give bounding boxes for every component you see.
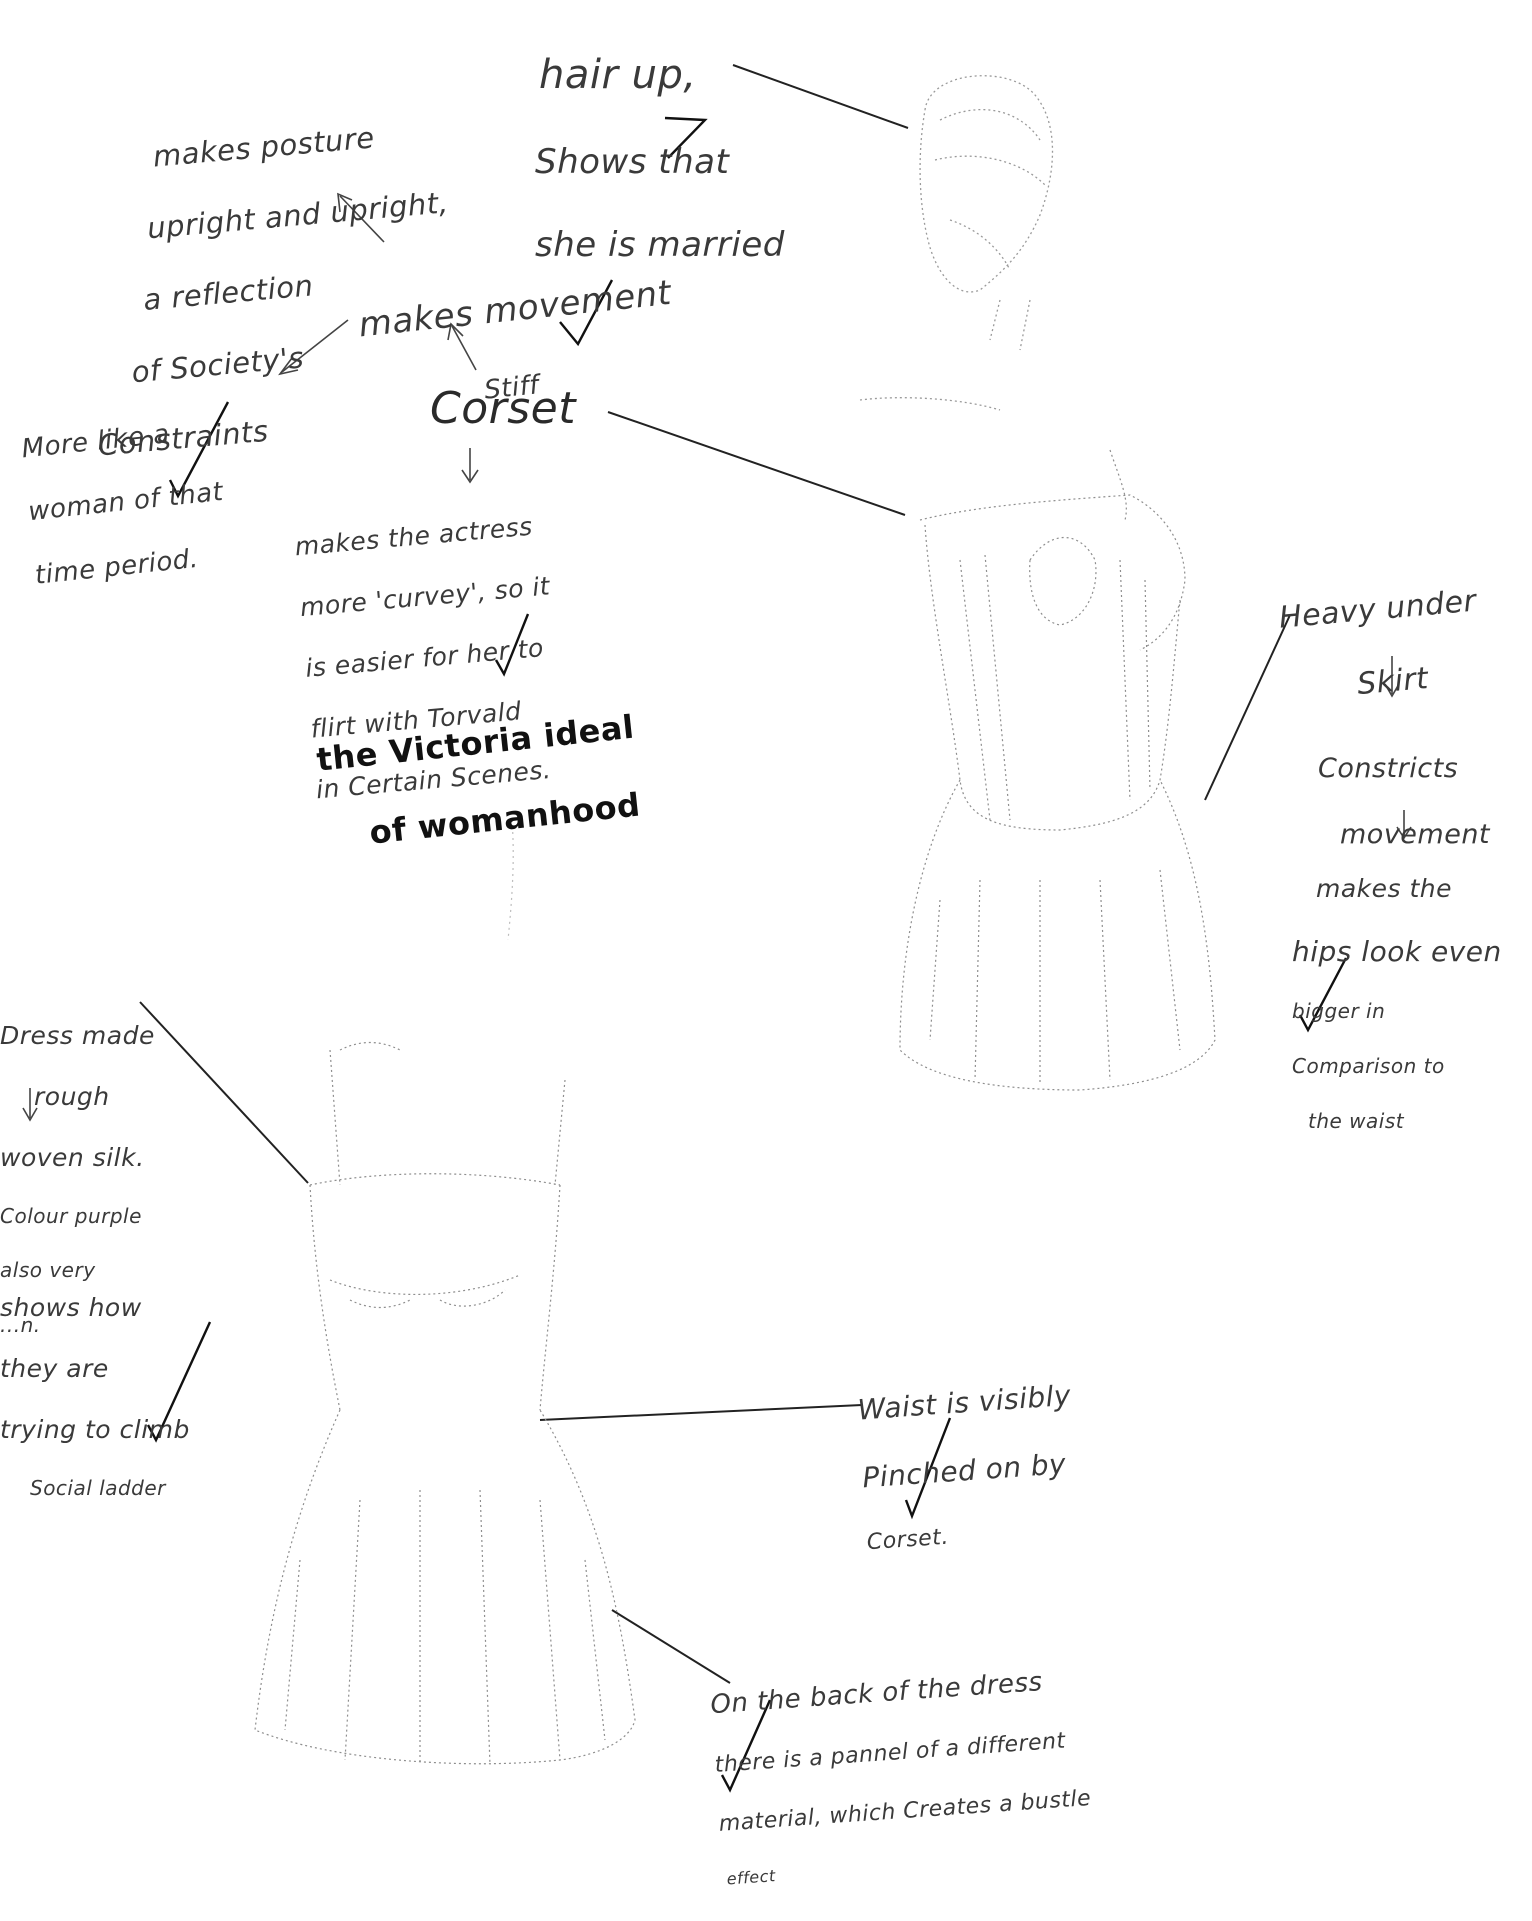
- bustle-note-line2: there is a pannel of a different: [714, 1727, 1088, 1780]
- bustle-note-line4: effect: [722, 1844, 1096, 1889]
- victorian-note-line2: of womanhood: [323, 785, 644, 857]
- curvy-note-line2: more 'curvey', so it: [299, 571, 551, 623]
- posture-note-line2: upright and upright,: [78, 185, 450, 252]
- waist-note-line1: Waist is visibly: [857, 1379, 1073, 1428]
- social-note-line1: shows how: [0, 1293, 190, 1324]
- woman-period-line3: time period.: [34, 540, 232, 592]
- hips-note-line5: the waist: [1292, 1109, 1502, 1133]
- silk-note-line2: rough: [0, 1082, 155, 1113]
- bustle-note-line1: On the back of the dress: [709, 1664, 1083, 1722]
- connector-waist: [540, 1405, 862, 1420]
- woman-period-line1: More like a: [20, 414, 218, 466]
- waist-note-line2: Pinched on by: [861, 1447, 1077, 1496]
- connector-underskirt: [1205, 615, 1290, 800]
- underskirt-note-line2: Skirt: [1284, 656, 1484, 710]
- bustle-note: On the back of the dress there is a pann…: [707, 1632, 1098, 1921]
- hair-note-line2: Shows that: [535, 142, 785, 183]
- movement-note-line1: makes movement: [357, 273, 674, 347]
- head-sketch: [860, 76, 1053, 410]
- constricts-note-line1: Constricts: [1318, 753, 1490, 786]
- hips-note-line4: Comparison to: [1292, 1054, 1502, 1078]
- hips-note: makes the hips look even bigger in Compa…: [1292, 843, 1502, 1164]
- hips-note-line2: hips look even: [1292, 935, 1502, 969]
- underskirt-note-line1: Heavy under: [1278, 583, 1478, 637]
- hair-note-line1: hair up,: [535, 51, 785, 100]
- waist-note: Waist is visibly Pinched on by Corset.: [854, 1345, 1083, 1591]
- woman-period-note: More like a woman of that time period.: [17, 382, 235, 623]
- silk-note-line4: Colour purple: [0, 1204, 155, 1228]
- silk-note-line1: Dress made: [0, 1021, 155, 1052]
- victorian-note: the Victoria ideal of womanhood: [311, 669, 649, 896]
- waist-note-line3: Corset.: [866, 1515, 1081, 1557]
- woman-period-line2: woman of that: [27, 477, 225, 529]
- underskirt-note: Heavy under Skirt: [1274, 547, 1487, 747]
- connector-silk: [140, 1002, 308, 1183]
- sketch-sheet: hair up, Shows that she is married makes…: [0, 0, 1532, 1799]
- social-note-line4: Social ladder: [0, 1476, 190, 1500]
- social-note: shows how they are trying to climb Socia…: [0, 1262, 190, 1530]
- posture-note-line1: makes posture: [72, 115, 444, 182]
- hips-note-line1: makes the: [1292, 874, 1502, 905]
- victorian-note-line1: the Victoria ideal: [315, 708, 636, 780]
- corset-sketch: [900, 450, 1215, 1090]
- social-note-line2: they are: [0, 1354, 190, 1385]
- bustle-note-line3: material, which Creates a bustle: [718, 1786, 1092, 1839]
- curvy-note-line3: is easier for her to: [304, 632, 556, 684]
- social-note-line3: trying to climb: [0, 1415, 190, 1446]
- corset-label: Corset: [430, 382, 576, 436]
- dress-sketch: [255, 1043, 635, 1766]
- hips-note-line3: bigger in: [1292, 999, 1502, 1023]
- curvy-note-line1: makes the actress: [294, 510, 546, 562]
- silk-note-line3: woven silk.: [0, 1143, 155, 1174]
